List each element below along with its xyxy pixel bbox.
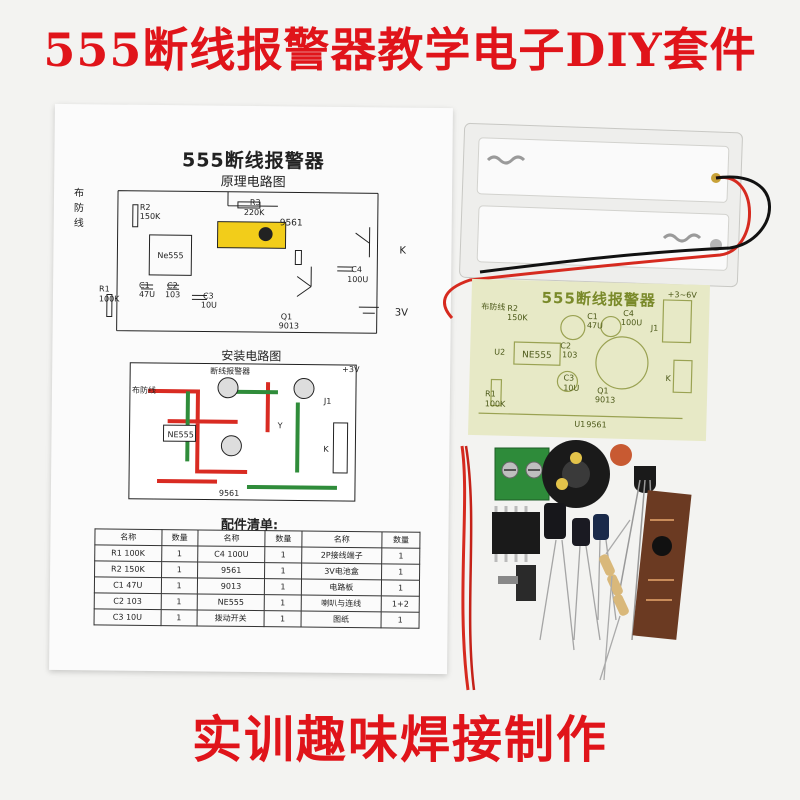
pcb-c2-val: 103 <box>562 350 578 360</box>
assembly-diagram <box>128 362 357 502</box>
battery-box <box>459 122 743 288</box>
pcb-outlines <box>478 299 693 420</box>
pcb-r1-val: 100K <box>484 399 506 409</box>
screw-terminal <box>494 447 550 501</box>
pcb-c3-val: 10U <box>563 383 580 393</box>
red-lead-wire <box>460 445 470 691</box>
red-lead-wire-2 <box>464 445 476 691</box>
capacitor-c1 <box>572 518 590 546</box>
pcb-c3: C3 <box>563 373 575 383</box>
speaker-symbol <box>258 227 273 242</box>
pcb-guard-label: 布防线 <box>481 302 506 312</box>
pcb-r2: R2 <box>507 303 519 314</box>
pcb-c4-val: 100U <box>620 317 643 328</box>
pcb-q1-val: 9013 <box>594 395 616 405</box>
resistors <box>599 519 631 681</box>
pcb-plus3v: +3~6V <box>667 290 697 300</box>
pcb-j1: J1 <box>650 323 659 333</box>
pcb-u1: U1 <box>574 419 586 429</box>
pcb-c2: C2 <box>560 341 572 351</box>
ceramic-capacitor <box>610 444 632 466</box>
chip-9561-board <box>632 490 692 640</box>
pcb-u2: U2 <box>494 347 506 357</box>
pcb-c1: C1 <box>587 311 598 322</box>
pcb-chip: 9561 <box>586 419 607 430</box>
pcb-c4: C4 <box>623 308 635 319</box>
schematic-diagram <box>106 190 379 334</box>
pcb-r1: R1 <box>484 389 496 399</box>
pcb-board: 555断线报警器 布防线 R2 150K U2 NE555 C1 47U C4 … <box>467 278 711 442</box>
speaker-component <box>542 440 610 508</box>
capacitor-c3 <box>593 514 609 540</box>
capacitor-c4 <box>544 503 566 539</box>
pcb-q1: Q1 <box>597 386 609 396</box>
bottom-caption: 实训趣味焊接制作 <box>192 710 608 769</box>
pcb-ne555: NE555 <box>521 350 552 362</box>
pcb-c1-val: 47U <box>586 320 604 331</box>
pcb-r2-val: 150K <box>506 312 528 323</box>
slide-switch <box>516 565 536 601</box>
instruction-sheet: 555断线报警器 原理电路图 布防线 R2 150K R3 220K 9561 … <box>49 103 453 675</box>
pcb-k: K <box>665 374 671 384</box>
product-title: 555断线报警器教学电子DIY套件 <box>43 23 757 77</box>
ne555-chip <box>492 506 540 562</box>
battery-wires <box>443 175 771 320</box>
